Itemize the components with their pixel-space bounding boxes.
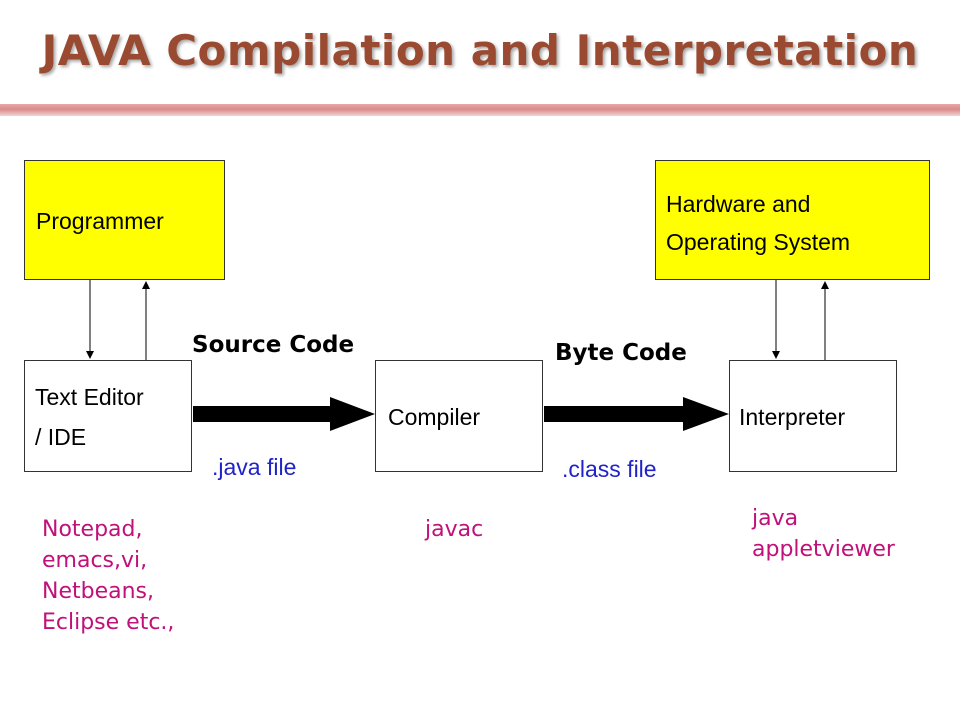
text-editor-label-line-1: Text Editor — [35, 384, 144, 410]
text-editor-label-line-2: / IDE — [35, 424, 87, 450]
byte-code-label: Byte Code — [555, 340, 687, 366]
java-file-label: .java file — [212, 454, 297, 480]
title-divider — [0, 104, 960, 116]
programmer-node: Programmer — [24, 160, 225, 280]
page-title: JAVA Compilation and Interpretation — [41, 26, 919, 75]
text-editor-node: Text Editor / IDE — [24, 360, 192, 472]
compiler-tools: javac — [425, 514, 483, 545]
programmer-label: Programmer — [36, 208, 164, 234]
editor-tools: Notepad, emacs,vi, Netbeans, Eclipse etc… — [42, 514, 174, 638]
hardware-label-line-2: Operating System — [666, 229, 851, 255]
editor-tool-2: emacs,vi, — [42, 548, 148, 573]
compiler-tool-1: javac — [425, 517, 484, 542]
editor-tool-3: Netbeans, — [42, 579, 154, 604]
source-code-arrow — [193, 397, 375, 431]
interpreter-tool-2: appletviewer — [752, 537, 895, 562]
compiler-label: Compiler — [388, 404, 481, 430]
interpreter-tools: java appletviewer — [752, 503, 895, 565]
interpreter-tool-1: java — [752, 506, 799, 531]
class-file-label: .class file — [562, 456, 657, 482]
editor-tool-1: Notepad, — [42, 517, 143, 542]
compiler-node: Compiler — [375, 360, 543, 472]
byte-code-arrow — [544, 397, 729, 431]
hardware-label-line-1: Hardware and — [666, 191, 811, 217]
hardware-os-node: Hardware and Operating System — [655, 160, 930, 280]
interpreter-label: Interpreter — [739, 404, 846, 430]
source-code-label: Source Code — [192, 332, 355, 358]
editor-tool-4: Eclipse etc., — [42, 610, 175, 635]
interpreter-node: Interpreter — [729, 360, 897, 472]
